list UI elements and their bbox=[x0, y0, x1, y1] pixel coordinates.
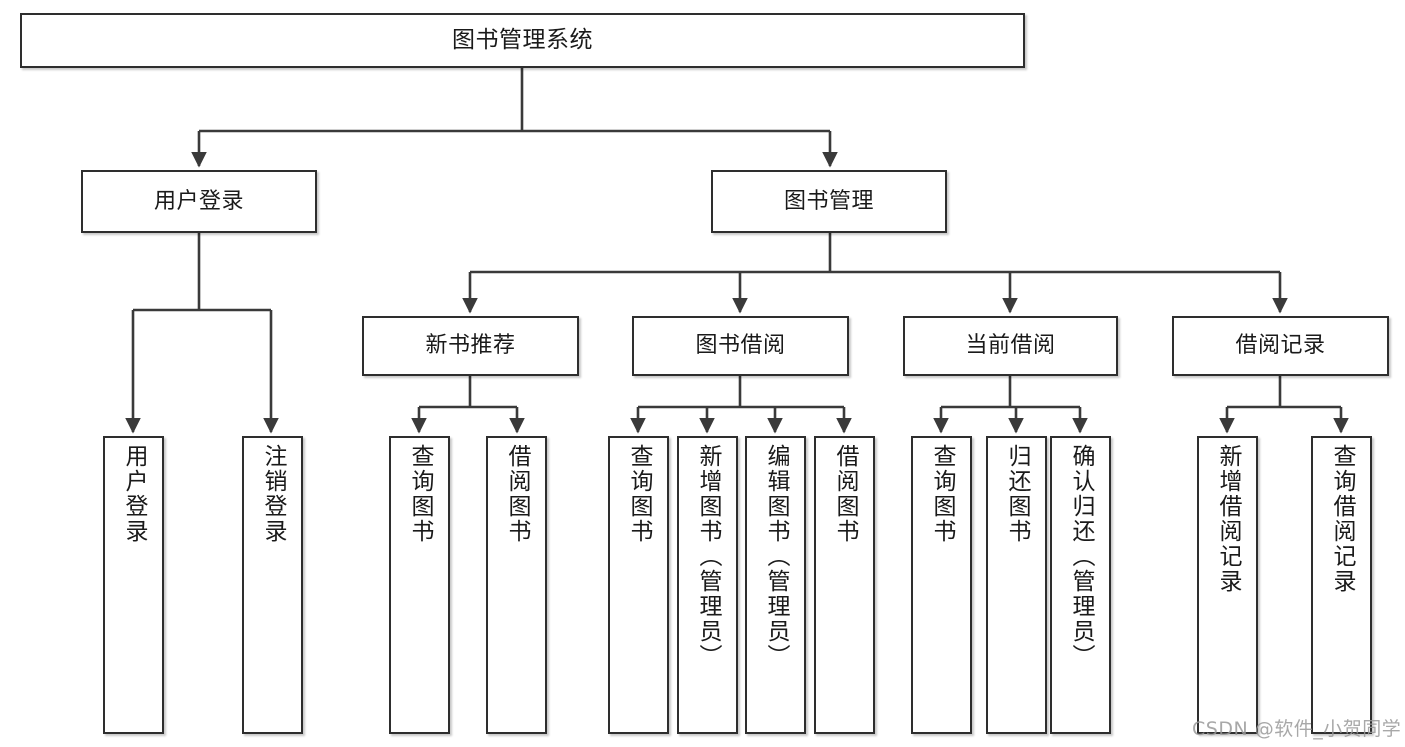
node-book-manage[interactable]: 图书管理 bbox=[711, 170, 947, 233]
node-leaf-borrow-book-1[interactable]: 借阅图书 bbox=[486, 436, 547, 734]
node-leaf-query-book-2[interactable]: 查询图书 bbox=[608, 436, 669, 734]
node-root[interactable]: 图书管理系统 bbox=[20, 13, 1025, 68]
node-leaf-edit-book-label: 编辑图书（管理员） bbox=[763, 444, 789, 669]
node-current-borrow-label: 当前借阅 bbox=[965, 333, 1056, 359]
node-leaf-confirm-return-label: 确认归还（管理员） bbox=[1068, 444, 1094, 669]
node-current-borrow[interactable]: 当前借阅 bbox=[903, 316, 1118, 376]
node-new-book-recommend-label: 新书推荐 bbox=[425, 333, 516, 359]
node-leaf-query-book-2-label: 查询图书 bbox=[626, 444, 652, 544]
node-leaf-add-record-label: 新增借阅记录 bbox=[1215, 444, 1241, 594]
node-leaf-add-record[interactable]: 新增借阅记录 bbox=[1197, 436, 1258, 734]
node-book-borrow-label: 图书借阅 bbox=[695, 333, 786, 359]
node-leaf-add-book[interactable]: 新增图书（管理员） bbox=[677, 436, 738, 734]
node-leaf-return-book-label: 归还图书 bbox=[1004, 444, 1030, 544]
node-new-book-recommend[interactable]: 新书推荐 bbox=[362, 316, 579, 376]
node-root-label: 图书管理系统 bbox=[452, 27, 593, 54]
node-leaf-add-book-label: 新增图书（管理员） bbox=[695, 444, 721, 669]
watermark: CSDN @软件_小贺同学 bbox=[1192, 718, 1402, 740]
node-user-login-label: 用户登录 bbox=[153, 188, 244, 214]
node-leaf-borrow-book-1-label: 借阅图书 bbox=[504, 444, 530, 544]
node-leaf-query-record[interactable]: 查询借阅记录 bbox=[1311, 436, 1372, 734]
node-leaf-borrow-book-2-label: 借阅图书 bbox=[832, 444, 858, 544]
node-leaf-edit-book[interactable]: 编辑图书（管理员） bbox=[745, 436, 806, 734]
node-leaf-query-book-1[interactable]: 查询图书 bbox=[389, 436, 450, 734]
node-leaf-logout-label: 注销登录 bbox=[260, 444, 286, 544]
node-leaf-borrow-book-2[interactable]: 借阅图书 bbox=[814, 436, 875, 734]
node-leaf-query-book-3-label: 查询图书 bbox=[929, 444, 955, 544]
node-book-borrow[interactable]: 图书借阅 bbox=[632, 316, 849, 376]
node-leaf-query-record-label: 查询借阅记录 bbox=[1329, 444, 1355, 594]
node-leaf-user-login[interactable]: 用户登录 bbox=[103, 436, 164, 734]
node-leaf-return-book[interactable]: 归还图书 bbox=[986, 436, 1047, 734]
node-leaf-confirm-return[interactable]: 确认归还（管理员） bbox=[1050, 436, 1111, 734]
node-leaf-logout[interactable]: 注销登录 bbox=[242, 436, 303, 734]
node-book-manage-label: 图书管理 bbox=[783, 188, 874, 214]
node-leaf-query-book-3[interactable]: 查询图书 bbox=[911, 436, 972, 734]
node-borrow-record-label: 借阅记录 bbox=[1235, 333, 1326, 359]
node-leaf-user-login-label: 用户登录 bbox=[121, 444, 147, 544]
node-user-login[interactable]: 用户登录 bbox=[81, 170, 317, 233]
node-borrow-record[interactable]: 借阅记录 bbox=[1172, 316, 1389, 376]
node-leaf-query-book-1-label: 查询图书 bbox=[407, 444, 433, 544]
